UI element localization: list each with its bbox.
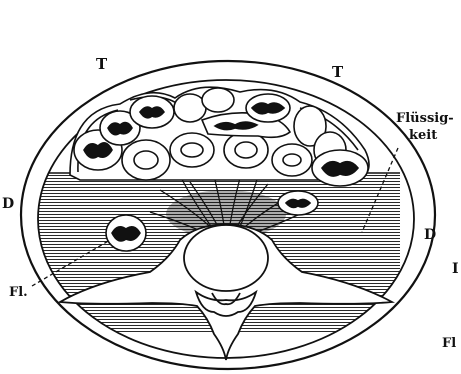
label-fl-right: Fl [442, 337, 456, 350]
label-d-right: D [424, 228, 436, 242]
label-fl-left: Fl. [9, 286, 28, 299]
label-t-right: T [332, 65, 343, 80]
label-fluid-line1: Flüssig- [396, 112, 454, 125]
label-t-left: T [96, 57, 107, 72]
label-d-left: D [2, 197, 14, 211]
label-i-right: I [452, 262, 459, 276]
label-fluid-line2: keit [409, 129, 437, 142]
